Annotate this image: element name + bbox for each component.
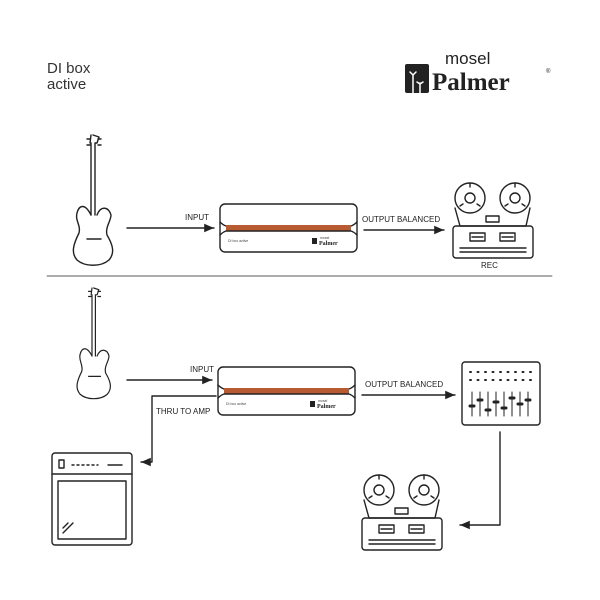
title-line-1: DI box [47,60,91,77]
page-title: DI box active [47,61,90,93]
mixing-console-icon [461,361,541,426]
device-label: DI box active [228,239,248,243]
electric-guitar-icon [72,134,114,266]
electric-guitar-icon [76,287,111,400]
input-label: INPUT [185,213,209,222]
output-label: OUTPUT BALANCED [362,215,440,224]
device-brand-small: mosel [318,399,328,403]
guitar-amp-icon [51,452,133,546]
thru-arrow [140,395,217,467]
output-label: OUTPUT BALANCED [365,380,443,389]
device-label: DI box active [226,402,246,406]
title-line-2: active [47,76,87,93]
logo-mosel-text: mosel [445,49,490,68]
tape-recorder-icon [361,474,443,551]
rec-label: REC [481,261,498,270]
device-brand-small: mosel [320,236,330,240]
tape-recorder-icon [452,182,534,259]
device-brand: Palmer [319,241,338,247]
palmer-logo: mosel Palmer ® [405,49,551,96]
palm-tree-icon [405,64,429,93]
di-box-device: DI box active mosel Palmer [217,366,356,416]
logo-registered-mark: ® [546,68,551,75]
di-box-device: DI box active mosel Palmer [219,203,358,253]
device-brand: Palmer [317,404,336,410]
thru-label: THRU TO AMP [156,407,210,416]
input-label: INPUT [190,365,214,374]
mixer-to-recorder-arrow [459,431,501,530]
logo-palmer-text: Palmer [432,69,510,96]
